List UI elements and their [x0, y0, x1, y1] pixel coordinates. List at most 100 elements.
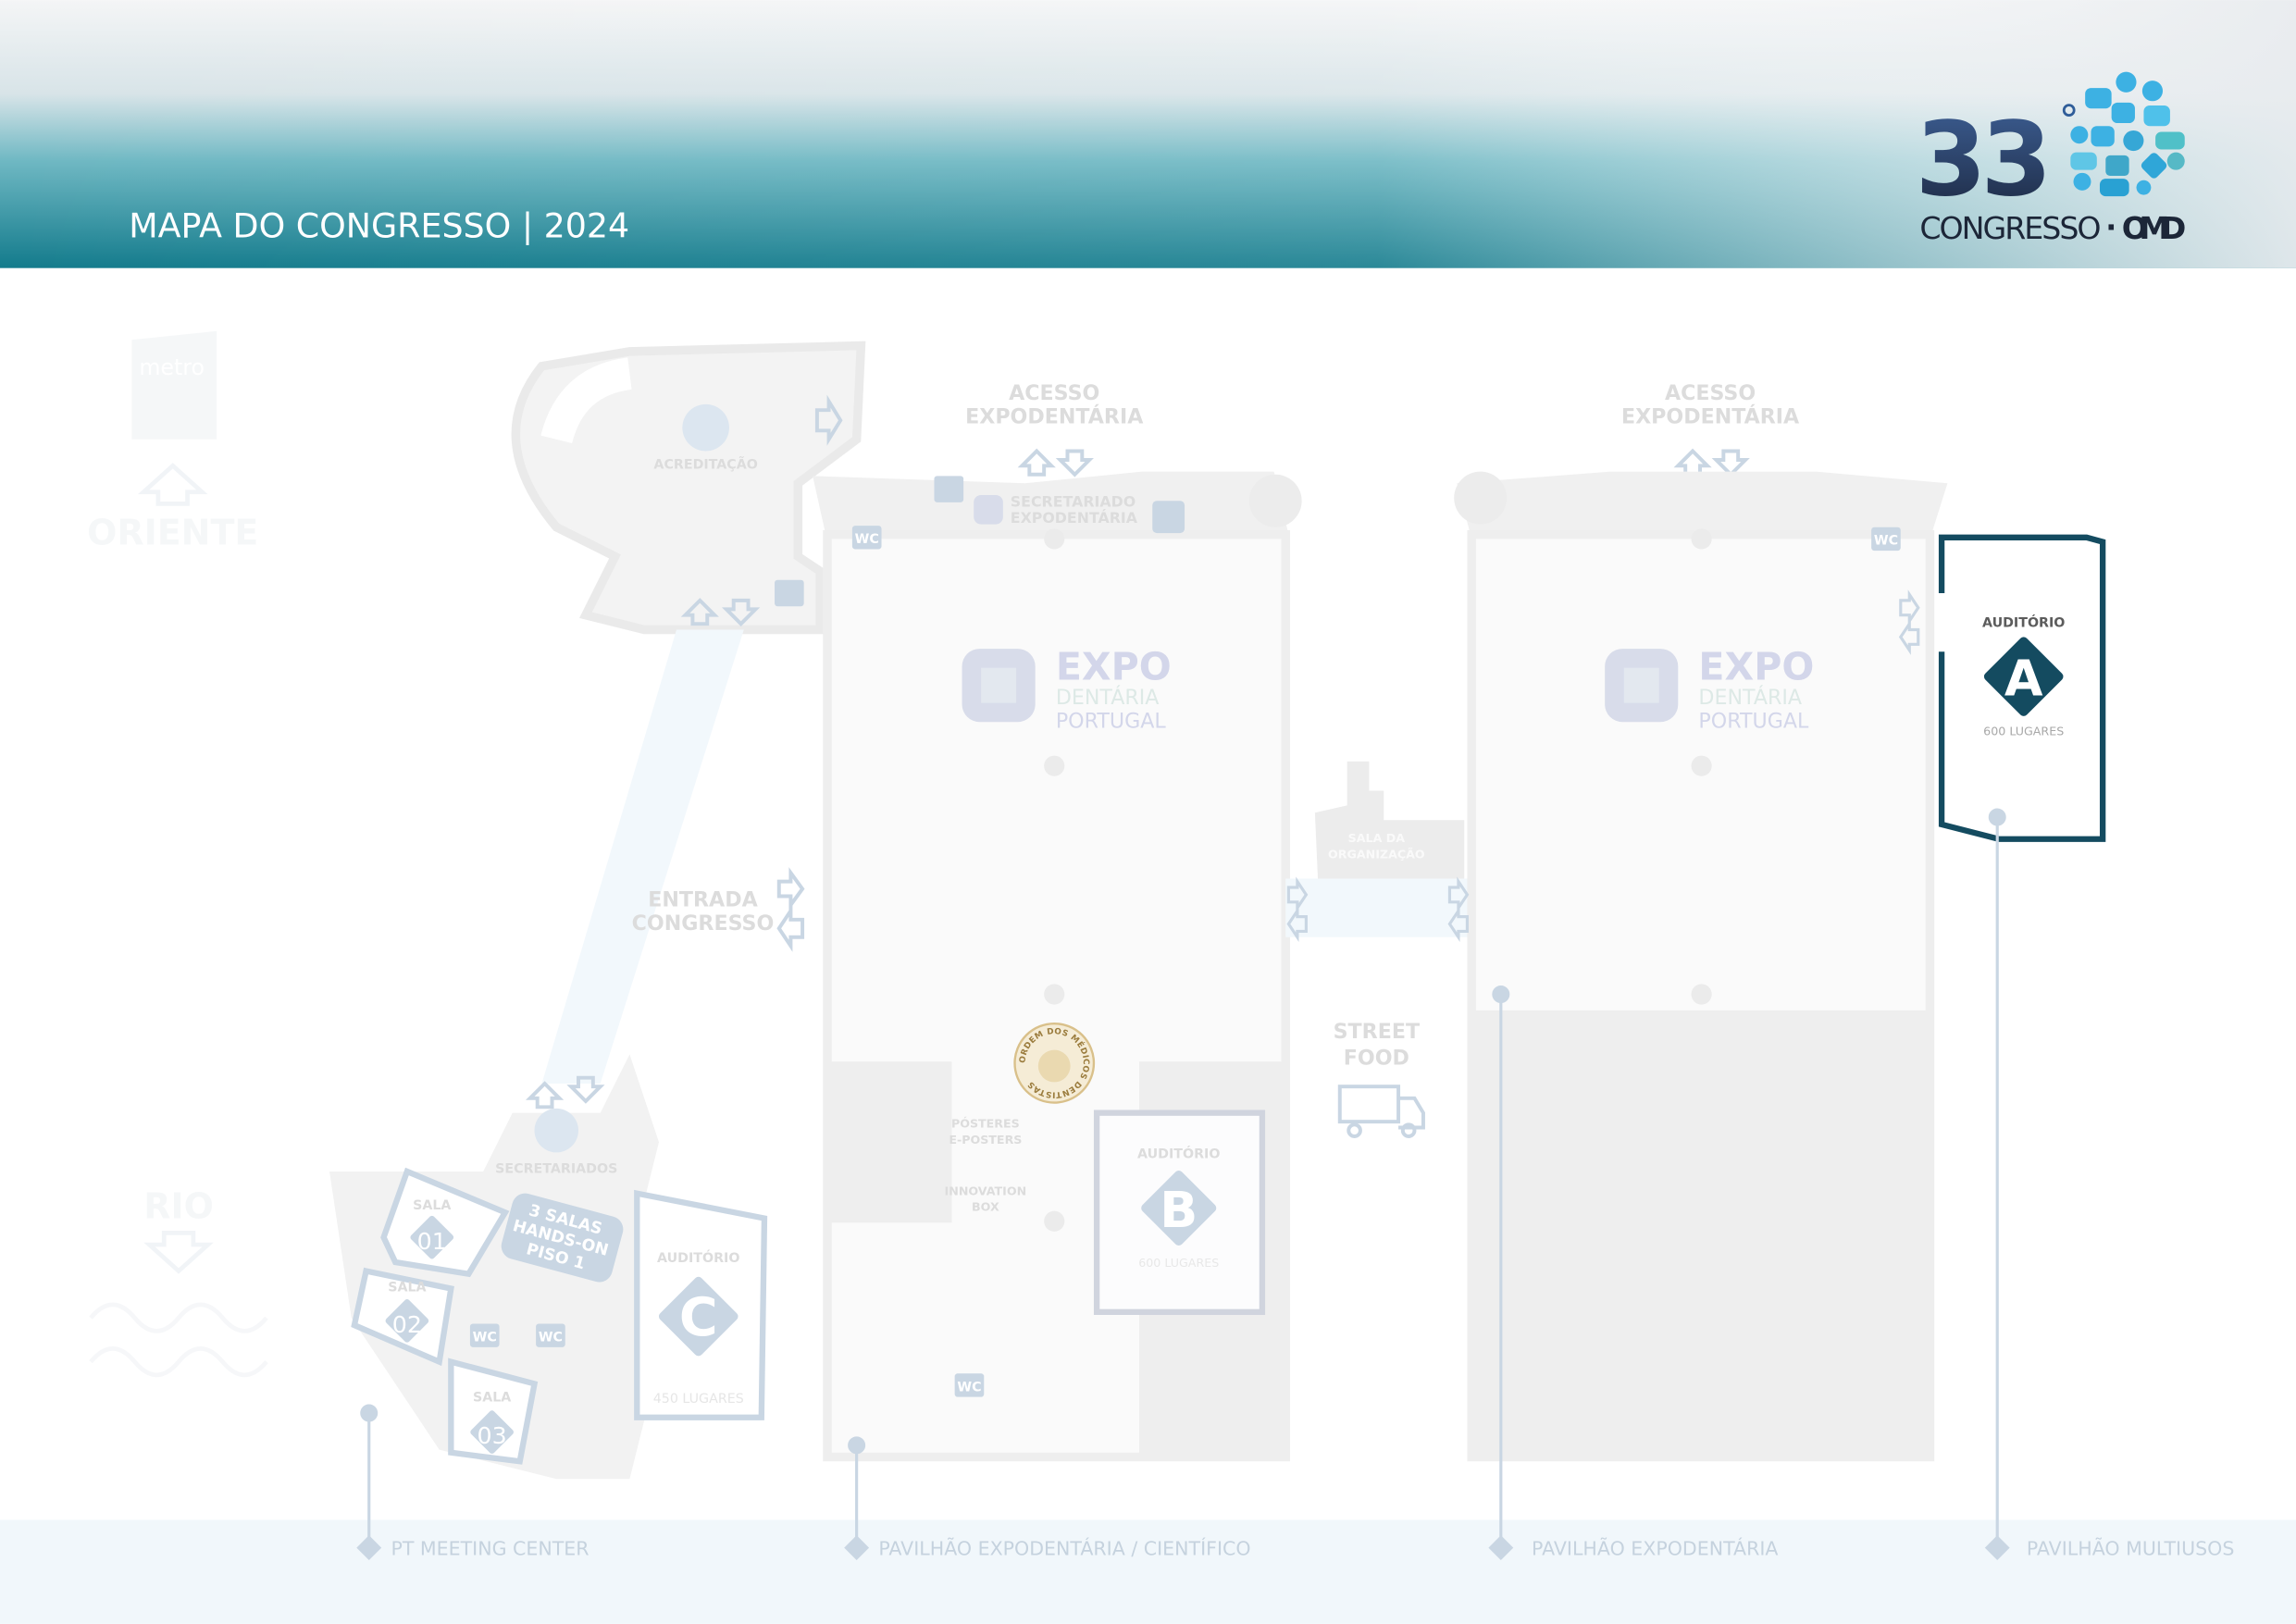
congress-logo: 33 ° CONGRESSO · OMD — [1916, 71, 2187, 246]
pavilhao-expodentaria: ACESSO EXPODENTÁRIA WC EXPO DENTÁRIA POR… — [1286, 381, 1948, 1462]
street-food-label: FOOD — [1344, 1046, 1409, 1070]
auditorio-c[interactable]: AUDITÓRIO C 450 LUGARES — [634, 1189, 768, 1420]
rio-label: RIO — [143, 1186, 214, 1227]
sala-03[interactable]: SALA 03 — [448, 1357, 539, 1465]
acesso-label: EXPODENTÁRIA — [965, 403, 1144, 428]
arrow-down-icon — [566, 1075, 605, 1104]
secretariado-label: EXPODENTÁRIA — [1011, 509, 1138, 527]
auditorio-label: AUDITÓRIO — [1137, 1146, 1220, 1162]
sala-org-label: ORGANIZAÇÃO — [1328, 847, 1425, 861]
arrow-left-icon — [1447, 906, 1470, 943]
connector-middle: SALA DA ORGANIZAÇÃO STREET FOOD — [1285, 761, 1472, 1138]
entrada-label: CONGRESSO — [632, 911, 775, 936]
secretariados-icon — [534, 1108, 578, 1153]
svg-text:WC: WC — [855, 532, 879, 547]
svg-text:DENTÁRIA: DENTÁRIA — [1698, 684, 1802, 710]
auditorio-letter: B — [1160, 1181, 1198, 1239]
sala-number: 02 — [392, 1311, 422, 1338]
diamond-icon — [1488, 1535, 1514, 1561]
metro-label: metro — [139, 354, 205, 380]
auditorio-b[interactable]: AUDITÓRIO B 600 LUGARES — [1093, 1110, 1266, 1316]
arrow-up-icon — [1673, 448, 1712, 477]
auditorio-label: AUDITÓRIO — [1982, 614, 2065, 630]
cloakroom-icon — [775, 579, 804, 607]
arrow-down-icon — [1055, 449, 1094, 477]
acesso-label: ACESSO — [1009, 381, 1099, 405]
legend-item-pt-meeting-center[interactable]: PT MEETING CENTER — [356, 1535, 590, 1561]
svg-text:PORTUGAL: PORTUGAL — [1056, 710, 1167, 734]
posteres-label: PÓSTERES — [951, 1116, 1020, 1130]
entrada-label: ENTRADA — [648, 888, 758, 912]
logo-text: CONGRESSO — [1919, 210, 2101, 246]
arrow-left-icon — [776, 904, 805, 952]
sala-number: 03 — [478, 1422, 507, 1449]
diamond-icon — [844, 1535, 870, 1561]
header-banner: MAPA DO CONGRESSO | 2024 33 ° CONGRESSO … — [0, 0, 2296, 268]
legend-item-pavilhao-cientifico[interactable]: PAVILHÃO EXPODENTÁRIA / CIENTÍFICO — [844, 1535, 1251, 1561]
sala-01[interactable]: SALA 01 — [380, 1167, 510, 1278]
diamond-icon — [1984, 1535, 2010, 1561]
arrow-right-icon — [776, 867, 805, 911]
svg-text:EXPO: EXPO — [1056, 644, 1172, 688]
innovation-label: BOX — [972, 1200, 999, 1214]
cloakroom-icon — [934, 476, 964, 502]
page-title: MAPA DO CONGRESSO | 2024 — [129, 205, 629, 246]
sala-number: 01 — [417, 1228, 447, 1255]
sala-label: SALA — [473, 1390, 511, 1405]
arrow-down-icon — [143, 1231, 214, 1274]
sala-org-label: SALA DA — [1348, 831, 1406, 845]
arrow-right-icon — [814, 394, 843, 446]
wc-icon: WC — [954, 1373, 985, 1397]
arrow-down-icon — [1711, 449, 1750, 477]
svg-text:PT MEETING CENTER: PT MEETING CENTER — [391, 1538, 589, 1560]
pavilhao-cientifico: ACESSO EXPODENTÁRIA SECRETARIADO EXPODEN… — [813, 381, 1302, 1462]
sala-label: SALA — [413, 1198, 451, 1213]
arrow-right-icon — [1286, 876, 1309, 913]
secretariado-logo-icon — [974, 494, 1003, 525]
legend-item-pavilhao-expodentaria[interactable]: PAVILHÃO EXPODENTÁRIA — [1488, 1535, 1778, 1561]
svg-text:PORTUGAL: PORTUGAL — [1698, 710, 1809, 734]
arrow-up-icon — [680, 598, 719, 626]
arrow-up-icon — [1017, 448, 1056, 477]
auditorio-letter: C — [679, 1287, 718, 1348]
svg-text:PAVILHÃO EXPODENTÁRIA / CIENTÍ: PAVILHÃO EXPODENTÁRIA / CIENTÍFICO — [878, 1536, 1250, 1560]
logo-separator: · — [2105, 211, 2116, 244]
auditorio-seats: 600 LUGARES — [1138, 1256, 1219, 1270]
svg-text:PAVILHÃO MULTIUSOS: PAVILHÃO MULTIUSOS — [2027, 1536, 2235, 1560]
auditorio-a[interactable]: AUDITÓRIO A 600 LUGARES — [1898, 534, 2106, 842]
elevator-icon — [1152, 501, 1185, 534]
molecule-icon — [2070, 71, 2185, 197]
arrow-down-icon — [722, 598, 761, 626]
walkway — [541, 629, 744, 1085]
oriente-label: ORIENTE — [87, 513, 258, 553]
omd-seal: ORDEM DOS MÉDICOS DENTISTAS — [1013, 1022, 1096, 1104]
street-food-label: STREET — [1334, 1020, 1420, 1044]
acesso-label: ACESSO — [1665, 381, 1756, 405]
wc-icon: WC — [469, 1323, 500, 1347]
secretariados-label: SECRETARIADOS — [495, 1162, 617, 1177]
svg-text:PAVILHÃO EXPODENTÁRIA: PAVILHÃO EXPODENTÁRIA — [1532, 1536, 1778, 1560]
svg-text:EXPO: EXPO — [1698, 644, 1814, 688]
acreditacao-icon — [682, 403, 729, 452]
auditorio-letter: A — [2004, 650, 2043, 708]
wc-icon: WC — [536, 1323, 565, 1347]
wc-icon: WC — [851, 526, 882, 550]
svg-text:WC: WC — [473, 1330, 497, 1345]
sala-label: SALA — [388, 1281, 426, 1295]
waves-icon — [89, 1302, 268, 1378]
sala-02[interactable]: SALA 02 — [351, 1267, 454, 1367]
arrow-up-icon — [137, 463, 208, 506]
svg-text:WC: WC — [1874, 534, 1898, 549]
arrow-right-icon — [1447, 876, 1470, 913]
svg-text:WC: WC — [539, 1330, 563, 1345]
arrow-right-icon — [1899, 589, 1920, 626]
expo-dentaria-logo: EXPO DENTÁRIA PORTUGAL — [1605, 644, 1814, 734]
metro-oriente: metro ORIENTE — [87, 330, 258, 553]
svg-text:DENTÁRIA: DENTÁRIA — [1056, 684, 1160, 710]
food-truck-icon — [1337, 1085, 1425, 1138]
arrow-left-icon — [1286, 906, 1308, 943]
legend-item-pavilhao-multiusos[interactable]: PAVILHÃO MULTIUSOS — [1984, 1535, 2235, 1561]
innovation-label: INNOVATION — [945, 1184, 1027, 1197]
logo-org: OMD — [2122, 210, 2187, 246]
